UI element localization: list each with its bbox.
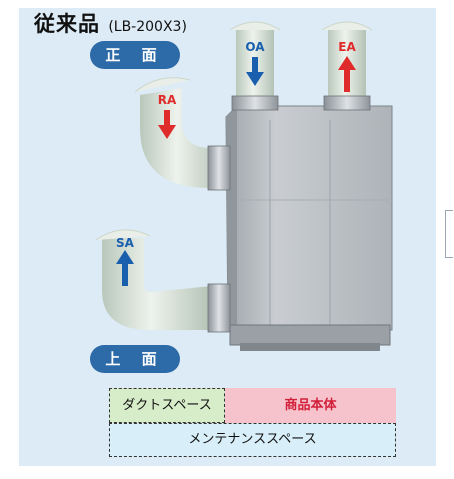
oa-label: OA: [245, 40, 265, 54]
sa-arrow-icon: [116, 250, 134, 286]
adjacent-panel-edge: [445, 210, 453, 258]
title-main: 従来品: [34, 12, 100, 36]
page-title: 従来品 (LB-200X3): [34, 8, 187, 38]
top-view-badge: 上 面: [90, 345, 180, 373]
ra-arrow-icon: [158, 110, 176, 139]
model-number: (LB-200X3): [108, 19, 187, 35]
ra-label: RA: [157, 93, 177, 107]
sa-label: SA: [116, 236, 134, 250]
legend-duct-space: ダクトスペース: [109, 388, 225, 423]
legend-main-body: 商品本体: [225, 388, 396, 423]
ea-label: EA: [338, 40, 356, 54]
unit-body: [225, 105, 393, 351]
legend-maintenance-space: メンテナンススペース: [109, 423, 396, 457]
ea-arrow-icon: [338, 56, 356, 92]
oa-arrow-icon: [246, 57, 264, 86]
front-view-badge: 正 面: [90, 41, 180, 69]
ra-duct: [134, 77, 231, 191]
